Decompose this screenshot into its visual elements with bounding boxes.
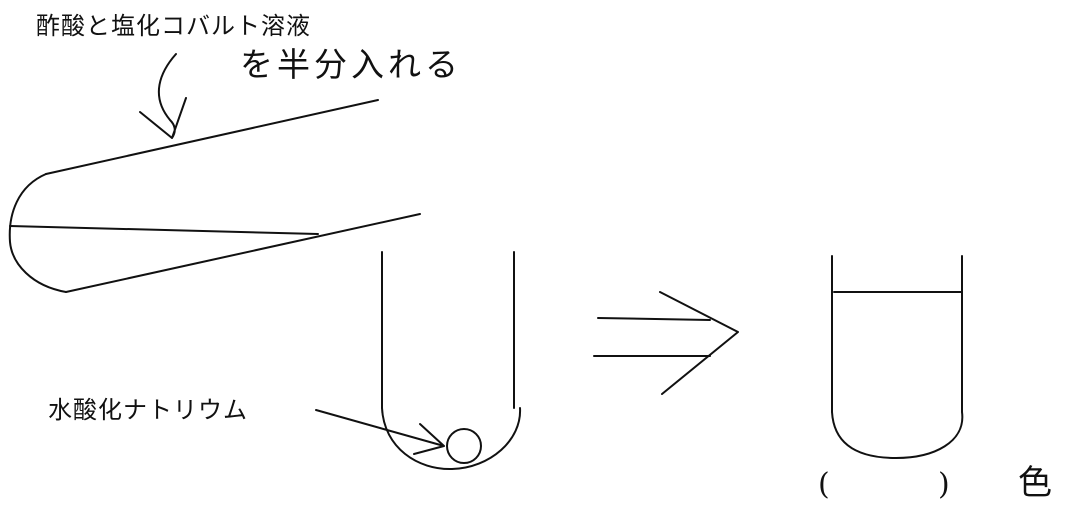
sodium-hydroxide-pellet	[446, 428, 482, 464]
upright-tube-bottom	[381, 407, 522, 471]
pour-half-label: を半分入れる	[240, 45, 462, 84]
acetic-acid-cobalt-chloride-label: 酢酸と塩化コバルト溶液	[36, 12, 311, 40]
reaction-arrow-top-stroke	[597, 317, 711, 321]
pointer-arrow-to-tube	[139, 53, 187, 139]
answer-open-paren: (	[818, 467, 830, 502]
liquid-level-line	[9, 225, 319, 235]
tilted-tube-rounded-end	[8, 173, 67, 293]
upright-test-tube	[381, 251, 522, 471]
tilted-tube-upper-wall	[45, 99, 379, 175]
result-tube-bottom	[831, 411, 964, 459]
result-test-tube	[831, 255, 964, 459]
reaction-arrow-head	[659, 291, 739, 395]
answer-close-paren: )	[938, 467, 950, 502]
sodium-hydroxide-label: 水酸化ナトリウム	[48, 396, 248, 424]
answer-color-label: 色	[1018, 463, 1052, 503]
reaction-arrow	[593, 291, 739, 395]
pointer-arrow-to-pellet	[315, 409, 445, 455]
tilted-test-tube	[8, 99, 421, 293]
tilted-tube-lower-wall	[65, 213, 421, 293]
